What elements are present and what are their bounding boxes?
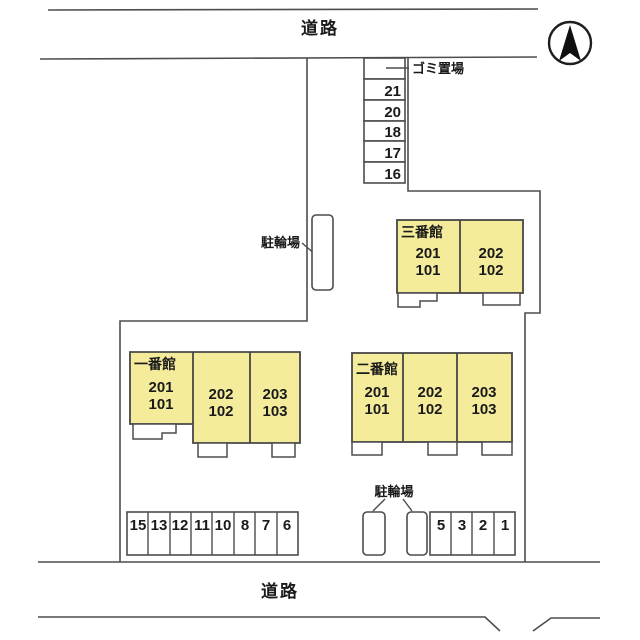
stall-number: 13: [151, 517, 168, 534]
stall-number: 20: [384, 104, 401, 121]
stall-number: 1: [501, 517, 509, 534]
stall-number: 12: [172, 517, 189, 534]
stall-number: 11: [194, 517, 210, 534]
stall-number: 21: [384, 83, 401, 100]
stall-number: 15: [130, 517, 147, 534]
north-arrow-icon: [547, 20, 593, 66]
building-3: 三番館 201 101 202 102: [396, 219, 524, 308]
boundary-right: [407, 58, 541, 562]
building-1-name: 一番館: [134, 356, 176, 372]
bike-parking-box: [362, 511, 386, 556]
building-2-name: 二番館: [356, 361, 398, 377]
boundary-left: [119, 58, 308, 562]
stall-number: 8: [241, 517, 249, 534]
parking-stall: [363, 161, 406, 184]
unit-number: 201: [148, 379, 173, 396]
unit-number: 201: [364, 384, 389, 401]
road-bottom-edge-left: [38, 616, 501, 632]
building-1-porch: [132, 423, 177, 440]
unit-number: 202: [208, 386, 233, 403]
unit-number: 203: [471, 384, 496, 401]
unit-number: 103: [262, 403, 287, 420]
bike-parking-box: [406, 511, 428, 556]
garbage-label: ゴミ置場: [412, 61, 464, 76]
unit-number: 101: [415, 262, 440, 279]
building-1: 一番館 201 101 202 102 203 103: [129, 351, 301, 458]
bike-parking-mid-label: 駐輪場: [261, 235, 300, 250]
unit-number: 201: [415, 245, 440, 262]
building-2-porch: [481, 441, 513, 456]
stall-number: 17: [384, 145, 401, 162]
building-2: 二番館 201 101 202 102 203 103: [351, 352, 513, 456]
road-top-outer-edge: [47, 8, 539, 11]
stall-number: 10: [215, 517, 232, 534]
unit-number: 202: [417, 384, 442, 401]
unit-number: 102: [417, 401, 442, 418]
building-1-porch: [197, 442, 228, 458]
stall-number: 5: [437, 517, 445, 534]
stall-number: 6: [283, 517, 291, 534]
unit-number: 101: [364, 401, 389, 418]
building-3-porch: [482, 292, 521, 306]
stall-number: 18: [384, 124, 401, 141]
stall-number: 7: [262, 517, 270, 534]
unit-number: 101: [148, 396, 173, 413]
road-bottom-label: 道路: [261, 581, 299, 601]
building-1-porch: [271, 442, 296, 458]
road-bottom-edge-right: [532, 617, 600, 632]
bike-parking-bottom-label: 駐輪場: [374, 484, 413, 499]
stall-number: 3: [458, 517, 466, 534]
bike-parking-mid-box: [311, 214, 334, 291]
building-2-porch: [351, 441, 383, 456]
unit-number: 102: [478, 262, 503, 279]
building-3-porch: [397, 292, 438, 308]
unit-number: 202: [478, 245, 503, 262]
unit-number: 102: [208, 403, 233, 420]
bike-parking-bottom: 駐輪場: [362, 484, 428, 556]
parking-row-left: 15 13 12 11 10 8 7 6: [126, 511, 299, 556]
stall-number: 16: [384, 166, 401, 183]
unit-number: 203: [262, 386, 287, 403]
building-2-porch: [427, 441, 458, 456]
road-top-label: 道路: [301, 18, 339, 38]
stall-number: 2: [479, 517, 487, 534]
building-3-name: 三番館: [401, 224, 443, 240]
parking-row-right: 5 3 2 1: [429, 511, 516, 556]
road-top-inner-edge: [39, 56, 538, 60]
unit-number: 103: [471, 401, 496, 418]
